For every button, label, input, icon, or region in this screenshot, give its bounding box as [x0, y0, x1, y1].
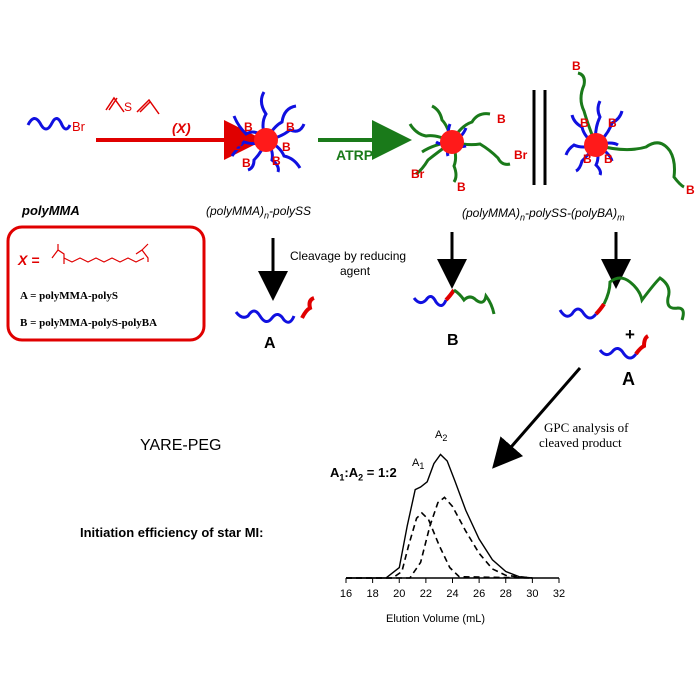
b-label: B — [457, 180, 466, 194]
crosslinker-x-label: (X) — [172, 120, 191, 136]
b-label: B — [604, 152, 613, 166]
polymma-label: polyMMA — [22, 203, 80, 218]
product-a-chain — [234, 296, 315, 324]
plus-sign: + — [625, 325, 635, 344]
x-tick-label: 28 — [500, 588, 512, 600]
product-b-chain — [412, 288, 496, 315]
ratio-label: A1:A2 = 1:2 — [330, 465, 397, 483]
b-label: B — [272, 154, 281, 168]
gpc-curve-1 — [346, 453, 533, 579]
gpc-arrow — [492, 367, 582, 469]
polymma-chain — [26, 117, 72, 131]
star-polyba-2 — [564, 71, 685, 189]
x-tick-label: 26 — [473, 588, 485, 600]
atrp-label: ATRP — [336, 147, 374, 163]
br-label: Br — [514, 148, 528, 162]
b-label: B — [234, 139, 243, 153]
gpc-chart: 16 18 20 22 24 26 28 30 32 — [340, 453, 565, 600]
cleavage-label-line1: Cleavage by reducing — [290, 249, 407, 263]
product-c-chain — [558, 276, 685, 321]
peak2-label: A2 — [435, 429, 448, 444]
star-polyss — [230, 91, 306, 173]
x-tick-label: 30 — [526, 588, 538, 600]
star-polyss-label: (polyMMA)n-polySS — [206, 204, 312, 221]
x-axis-title: Elution Volume (mL) — [386, 613, 486, 625]
x-tick-label: 24 — [446, 588, 458, 600]
product-a-label: A — [264, 335, 276, 352]
br-label: Br — [411, 167, 425, 181]
star-polyba-1 — [408, 104, 511, 183]
gpc-label-line2: cleaved product — [539, 435, 622, 450]
cleavage-label-line2: agent — [340, 264, 371, 278]
b-definition: B = polyMMA-polyS-polyBA — [20, 317, 158, 329]
star-polyba-label: (polyMMA)n-polySS-(polyBA)m — [462, 206, 625, 223]
x-tick-label: 32 — [553, 588, 565, 600]
peak1-label: A1 — [412, 457, 425, 472]
x-tick-label: 22 — [420, 588, 432, 600]
b-label: B — [572, 59, 581, 73]
crosslinker-s-label: S — [124, 100, 133, 114]
x-tick-label: 16 — [340, 588, 352, 600]
b-label: B — [286, 120, 295, 134]
gpc-label-line1: GPC analysis of — [544, 420, 629, 435]
gpc-curve-2 — [346, 511, 533, 579]
b-label: B — [282, 140, 291, 154]
b-label: B — [583, 152, 592, 166]
crosslinker-formula — [51, 243, 149, 264]
x-tick-label: 20 — [393, 588, 405, 600]
b-label: B — [242, 156, 251, 170]
b-label: B — [580, 116, 589, 130]
a-definition: A = polyMMA-polyS — [20, 290, 118, 302]
b-label: B — [497, 112, 506, 126]
free-a-chain — [598, 334, 650, 360]
br-label-start: Br — [72, 119, 85, 134]
crosslinker-structure — [105, 96, 160, 115]
free-a-label: A — [622, 369, 635, 389]
gpc-curve-3 — [346, 496, 533, 579]
definition-box — [6, 225, 206, 342]
x-equals-label: X = — [18, 252, 40, 268]
b-label: B — [244, 120, 253, 134]
product-b-label: B — [447, 332, 459, 349]
initiation-efficiency-label: Initiation efficiency of star MI: — [80, 525, 264, 540]
x-tick-label: 18 — [367, 588, 379, 600]
b-label: B — [686, 183, 695, 197]
b-label: B — [608, 116, 617, 130]
watermark-text: YARE-PEG — [140, 437, 222, 454]
